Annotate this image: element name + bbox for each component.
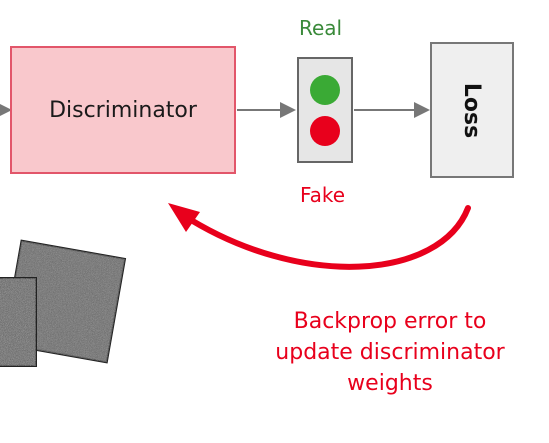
backprop-line-1: Backprop error to	[293, 309, 487, 334]
discriminator-box: Discriminator	[10, 46, 236, 174]
real-light-icon	[310, 75, 340, 105]
loss-box: Loss	[430, 42, 514, 178]
backprop-arrowhead	[168, 203, 200, 232]
fake-label: Fake	[300, 183, 346, 207]
fake-light-icon	[310, 116, 340, 146]
real-label: Real	[299, 16, 343, 40]
backprop-line-2: update discriminator	[275, 340, 505, 365]
discriminator-label: Discriminator	[49, 97, 197, 123]
traffic-light	[297, 57, 353, 163]
backprop-line-3: weights	[347, 371, 433, 396]
backprop-caption: Backprop error to update discriminator w…	[240, 306, 540, 399]
loss-label: Loss	[459, 82, 485, 138]
noise-image-front	[0, 277, 37, 367]
backprop-curve	[180, 205, 471, 270]
